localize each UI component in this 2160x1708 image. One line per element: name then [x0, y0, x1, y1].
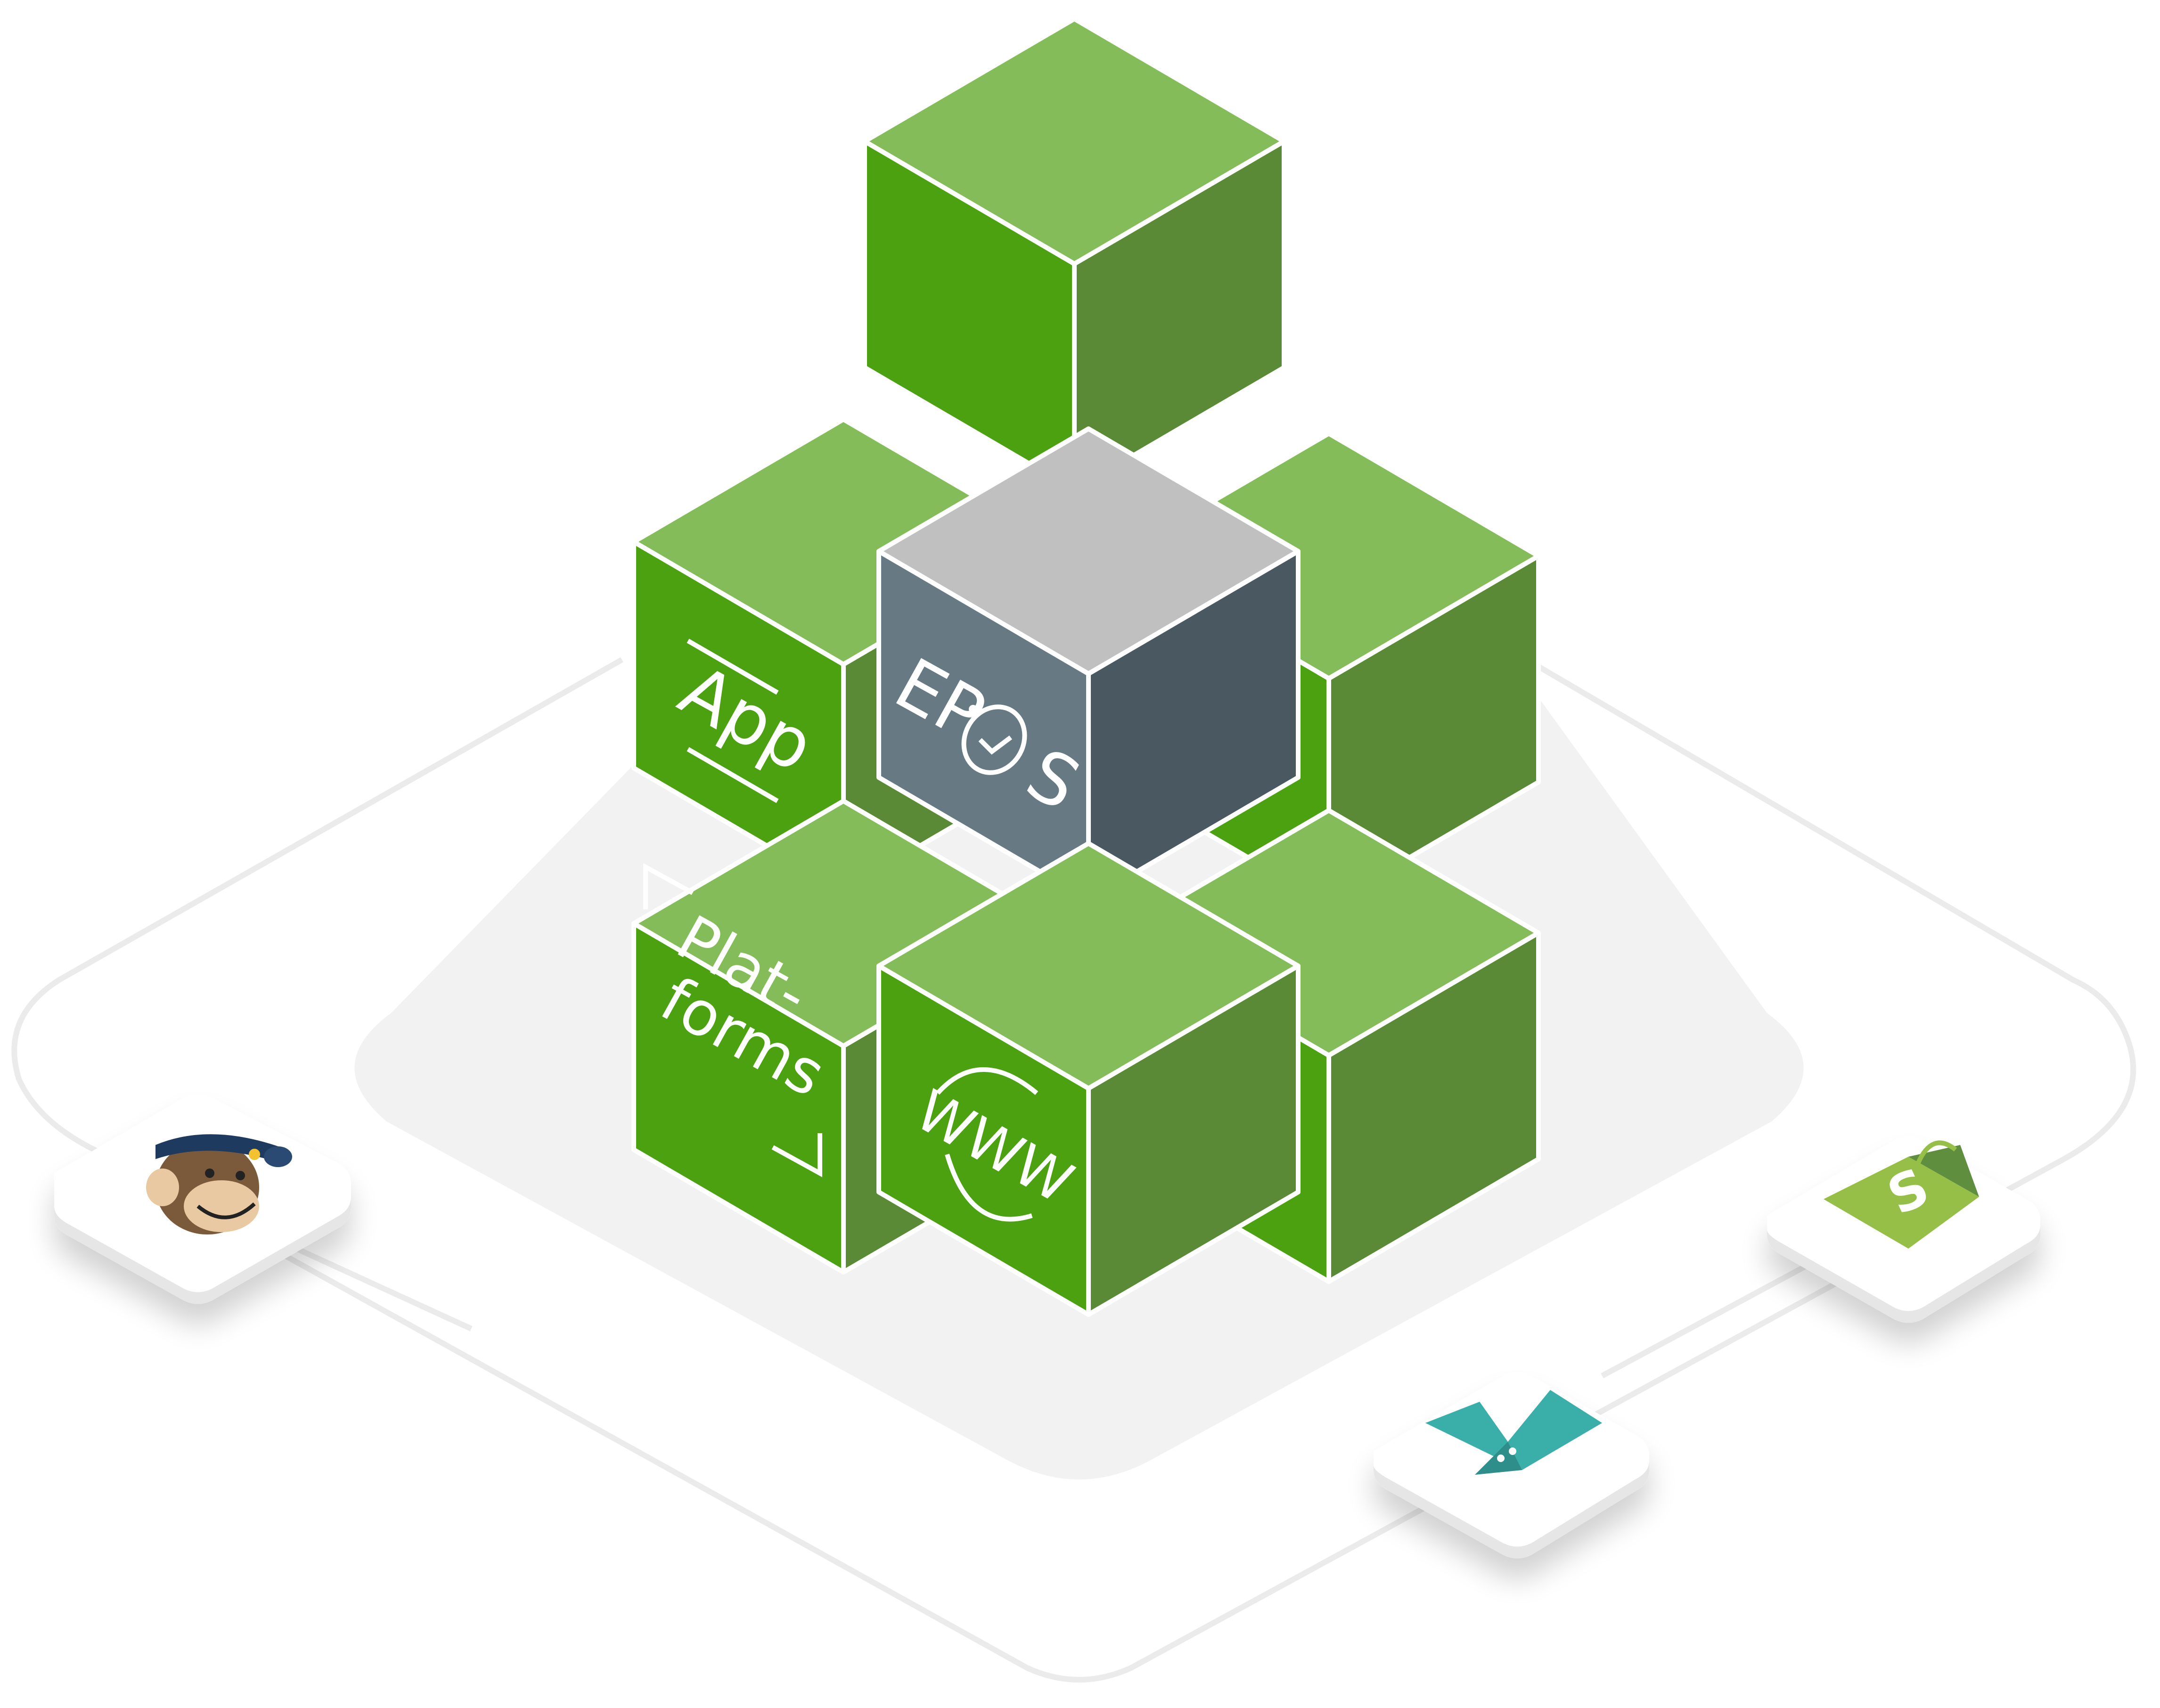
- teal-k-logo-icon: [1425, 1390, 1602, 1475]
- block-right-lower-right-face: [1326, 931, 1541, 1284]
- block-top: [862, 16, 1286, 492]
- block-www: [876, 841, 1301, 1317]
- integration-ring: [11, 657, 2136, 1683]
- app-top-line: [687, 638, 779, 695]
- block-epos: [876, 426, 1301, 902]
- platforms-bracket: [643, 863, 822, 1177]
- block-top-right-face: [1072, 139, 1286, 492]
- block-www-right-face: [1086, 964, 1301, 1317]
- shopify-bag-icon: S: [1824, 1140, 1979, 1249]
- www-globe-arcs: [936, 1067, 1039, 1222]
- app-bottom-line: [687, 747, 779, 803]
- mailchimp-monkey-icon: [146, 1134, 292, 1234]
- block-epos-right-face: [1086, 549, 1301, 902]
- clock-check-icon: [961, 704, 1027, 775]
